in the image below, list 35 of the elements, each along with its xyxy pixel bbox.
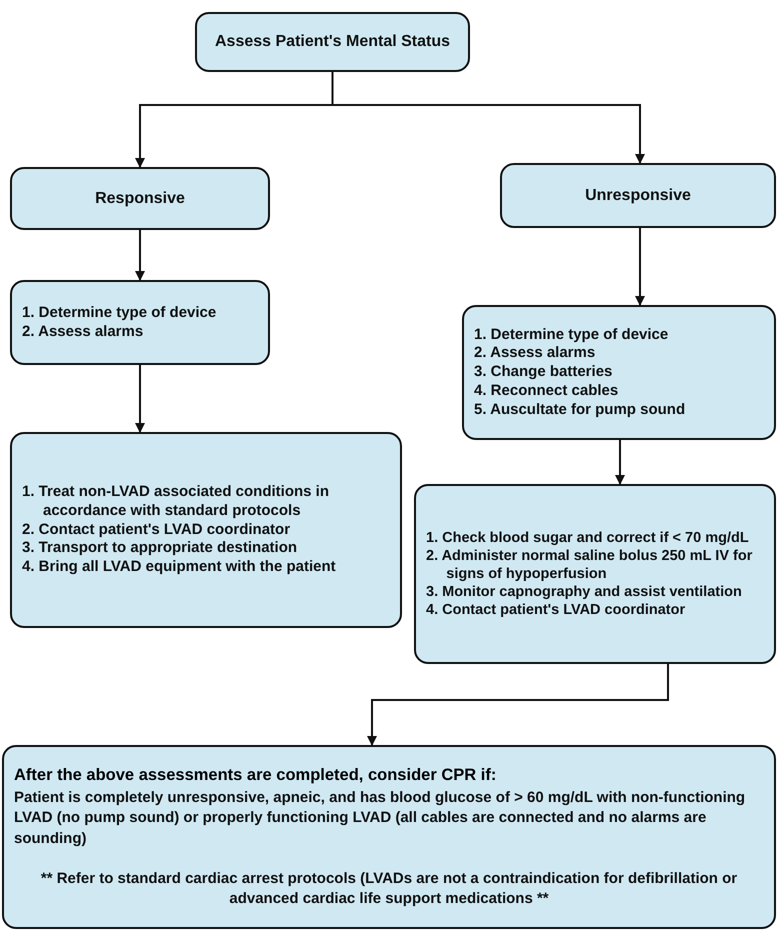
note-heading: After the above assessments are completed, consider CPR if: [14,764,498,786]
box-title: Responsive [95,190,185,208]
list-item: 2. Assess alarms [474,344,596,364]
list-item: 4. Contact patient's LVAD coordinator [426,601,686,620]
process-box [195,12,470,72]
process-box [462,305,776,440]
process-box [10,280,270,365]
list-item: 2. Administer normal saline bolus 250 mL IV for signs of hypoperfusion [426,546,754,584]
process-box [2,745,776,929]
process-box [414,484,776,664]
list-item: 3. Monitor capnography and assist ventilation [426,583,743,602]
arrow [615,440,625,485]
arrow [135,365,145,433]
process-box [10,167,270,230]
list-item: 4. Reconnect cables [474,382,620,401]
list-item: 1. Treat non-LVAD associated conditions in accordance with standard protocols [22,483,330,521]
arrow [332,72,645,164]
list-item: 1. Check blood sugar and correct if < 70 mg/dL [426,528,750,547]
list-item: 3. Transport to appropriate destination [22,539,298,558]
list-item: 2. Contact patient's LVAD coordinator [22,520,292,540]
list-item: 1. Determine type of device [22,304,218,322]
list-item: 3. Change batteries [474,363,614,382]
list-item: 2. Assess alarms [22,322,144,342]
arrow [635,228,645,306]
list-item: 1. Determine type of device [474,326,670,344]
list-item: 4. Bring all LVAD equipment with the patient [22,558,337,577]
box-title: Assess Patient's Mental Status [215,33,450,51]
box-title: Unresponsive [585,186,691,204]
arrow [135,230,145,281]
note-text: ** Refer to standard cardiac arrest protocols (LVADs are not a contraindication for defibrillation or advanced cardiac life support medications ** [40,868,738,910]
arrow [367,664,669,746]
process-box [500,163,776,228]
list-item: 5. Auscultate for pump sound [474,400,686,420]
note-text: Patient is completely unresponsive, apneic, and has blood glucose of > 60 mg/dL with non-functioning LVAD (no pump sound) or properly functioning LVAD (all cables are connected and no alarms are sounding) [14,788,746,849]
process-box [10,432,402,628]
